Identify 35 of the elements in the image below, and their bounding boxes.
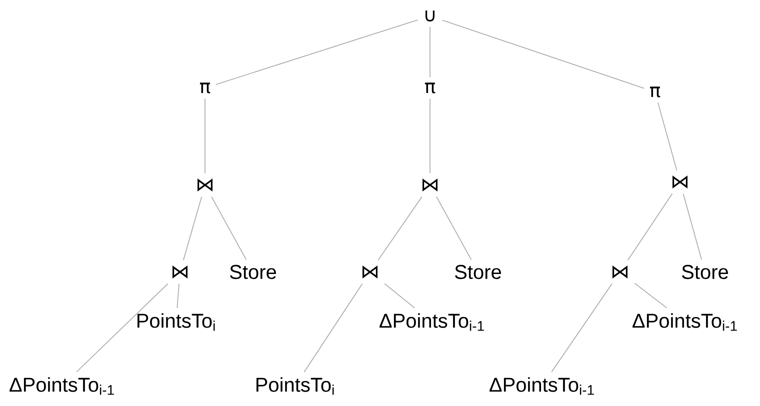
operator-symbol: ⋈: [198, 178, 212, 192]
operator-symbol: ⋈: [612, 265, 628, 279]
tree-edge: [682, 193, 702, 260]
relation-label: ΔPointsTo$_{i-1}$: [490, 377, 594, 395]
tree-edge: [627, 193, 673, 261]
operator-symbol: π: [424, 82, 436, 94]
tree-edge: [378, 196, 422, 261]
relation-label: Store: [455, 264, 501, 280]
relation-label: ΔPointsTo$_{i-1}$: [10, 377, 114, 395]
relation-label: ΔPointsTo$_{i-1}$: [380, 313, 484, 331]
relation-label: ΔPointsTo$_{i-1}$: [632, 313, 737, 331]
tree-edge: [384, 283, 416, 308]
tree-edge: [436, 196, 472, 260]
operator-symbol: ⋈: [362, 265, 378, 279]
operator-symbol: ⋈: [672, 175, 688, 189]
tree-edge: [658, 102, 678, 171]
tree-edge: [551, 283, 612, 372]
relation-label: PointsTo$_{i}$: [138, 313, 215, 331]
operator-symbol: π: [200, 82, 210, 94]
tree-edge: [176, 283, 180, 308]
operator-symbol: ⋈: [422, 178, 438, 192]
operator-symbol: π: [650, 86, 660, 98]
tree-edge: [442, 20, 644, 89]
relation-label: PointsTo$_{i}$: [256, 377, 334, 395]
tree-edge: [204, 98, 206, 174]
relation-label: Store: [230, 264, 276, 280]
tree-edge: [182, 196, 202, 261]
relation-label: Store: [682, 264, 728, 280]
tree-edge: [634, 282, 668, 308]
tree-edge: [216, 19, 418, 85]
tree-edge: [211, 196, 247, 260]
tree-edge: [76, 283, 168, 372]
operator-symbol: ⋈: [172, 265, 188, 279]
tree-edge: [304, 283, 363, 372]
operator-symbol: ∪: [426, 10, 434, 22]
